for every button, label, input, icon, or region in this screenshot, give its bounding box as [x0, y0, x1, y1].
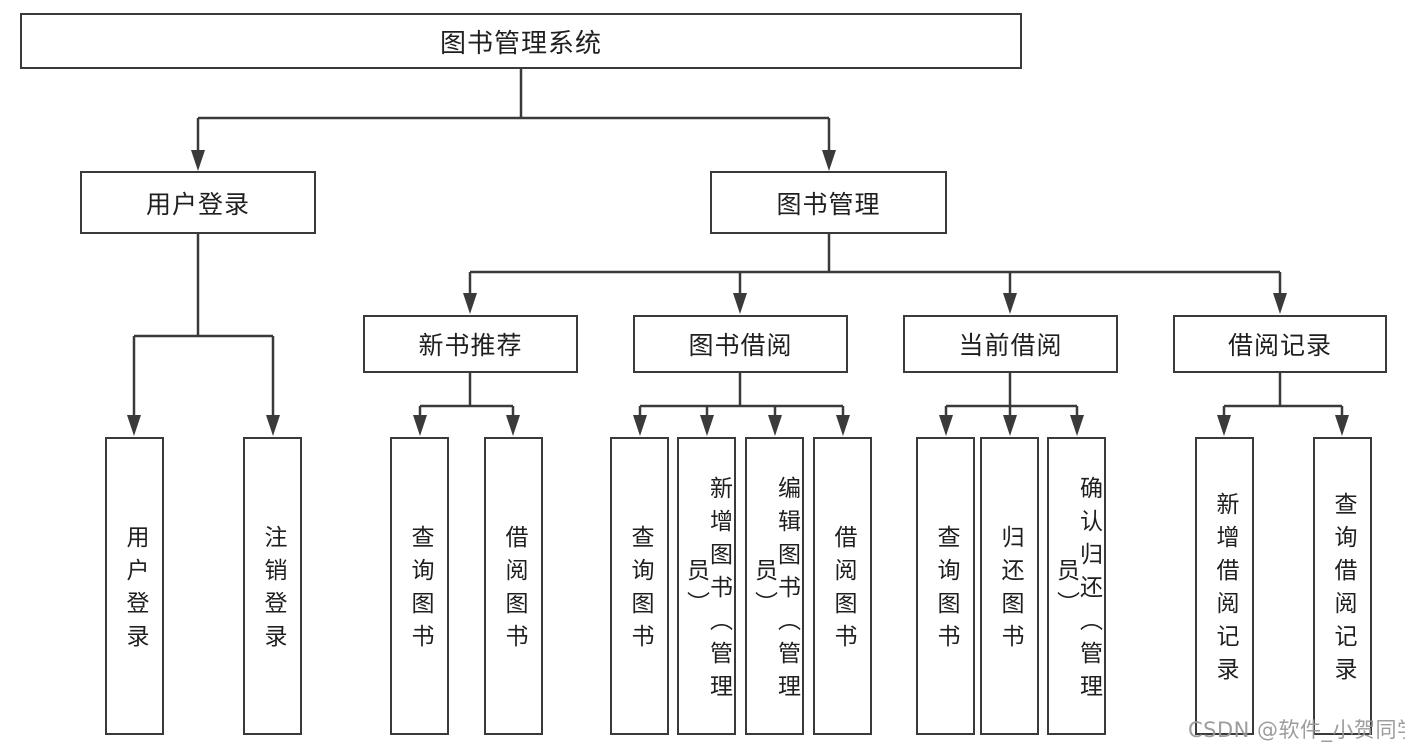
node-label: 归还图书: [997, 525, 1023, 657]
node-label: 借阅图书: [501, 525, 527, 657]
node-label: 当前借阅: [958, 331, 1063, 360]
node-query-books-newrec: 查询图书: [390, 437, 449, 735]
node-label: 图书管理: [776, 189, 881, 219]
node-label: 用户登录: [145, 189, 250, 219]
node-book-borrowing: 图书借阅: [633, 315, 848, 373]
node-confirm-return-admin: 确认归还（管理员）: [1047, 437, 1106, 735]
node-book-management: 图书管理: [710, 171, 947, 234]
node-logout-login: 注销登录: [243, 437, 302, 735]
node-label: 借阅记录: [1227, 331, 1332, 360]
node-user-login: 用户登录: [80, 171, 316, 234]
node-label: 图书管理系统: [439, 28, 602, 59]
node-label: 新书推荐: [418, 331, 523, 360]
node-root: 图书管理系统: [20, 13, 1022, 69]
node-borrow-books-newrec: 借阅图书: [484, 437, 543, 735]
node-query-books-current: 查询图书: [916, 437, 975, 735]
node-add-books-admin: 新增图书（管理员）: [677, 437, 736, 735]
node-borrowing-records: 借阅记录: [1173, 315, 1387, 373]
node-label: 编辑图书（管理员）: [750, 475, 800, 707]
node-edit-books-admin: 编辑图书（管理员）: [745, 437, 804, 735]
node-label: 用户登录: [122, 525, 148, 657]
node-borrow-books-borrow: 借阅图书: [813, 437, 872, 735]
node-label: 查询图书: [933, 525, 959, 657]
watermark: CSDN @软件_小贺同学: [1188, 718, 1405, 742]
node-label: 确认归还（管理员）: [1052, 475, 1102, 707]
node-current-borrowing: 当前借阅: [903, 315, 1118, 373]
node-label: 借阅图书: [830, 525, 856, 657]
node-query-books-borrow: 查询图书: [610, 437, 669, 735]
node-label: 图书借阅: [688, 331, 793, 360]
node-query-borrow-record: 查询借阅记录: [1313, 437, 1372, 735]
node-label: 新增借阅记录: [1212, 492, 1238, 690]
node-label: 查询图书: [407, 525, 433, 657]
node-new-book-recommend: 新书推荐: [363, 315, 578, 373]
node-label: 查询借阅记录: [1330, 492, 1356, 690]
node-add-borrow-record: 新增借阅记录: [1195, 437, 1254, 735]
node-label: 新增图书（管理员）: [682, 475, 732, 707]
node-return-books: 归还图书: [980, 437, 1039, 735]
node-label: 注销登录: [260, 525, 286, 657]
node-user-login-leaf: 用户登录: [105, 437, 164, 735]
node-label: 查询图书: [627, 525, 653, 657]
